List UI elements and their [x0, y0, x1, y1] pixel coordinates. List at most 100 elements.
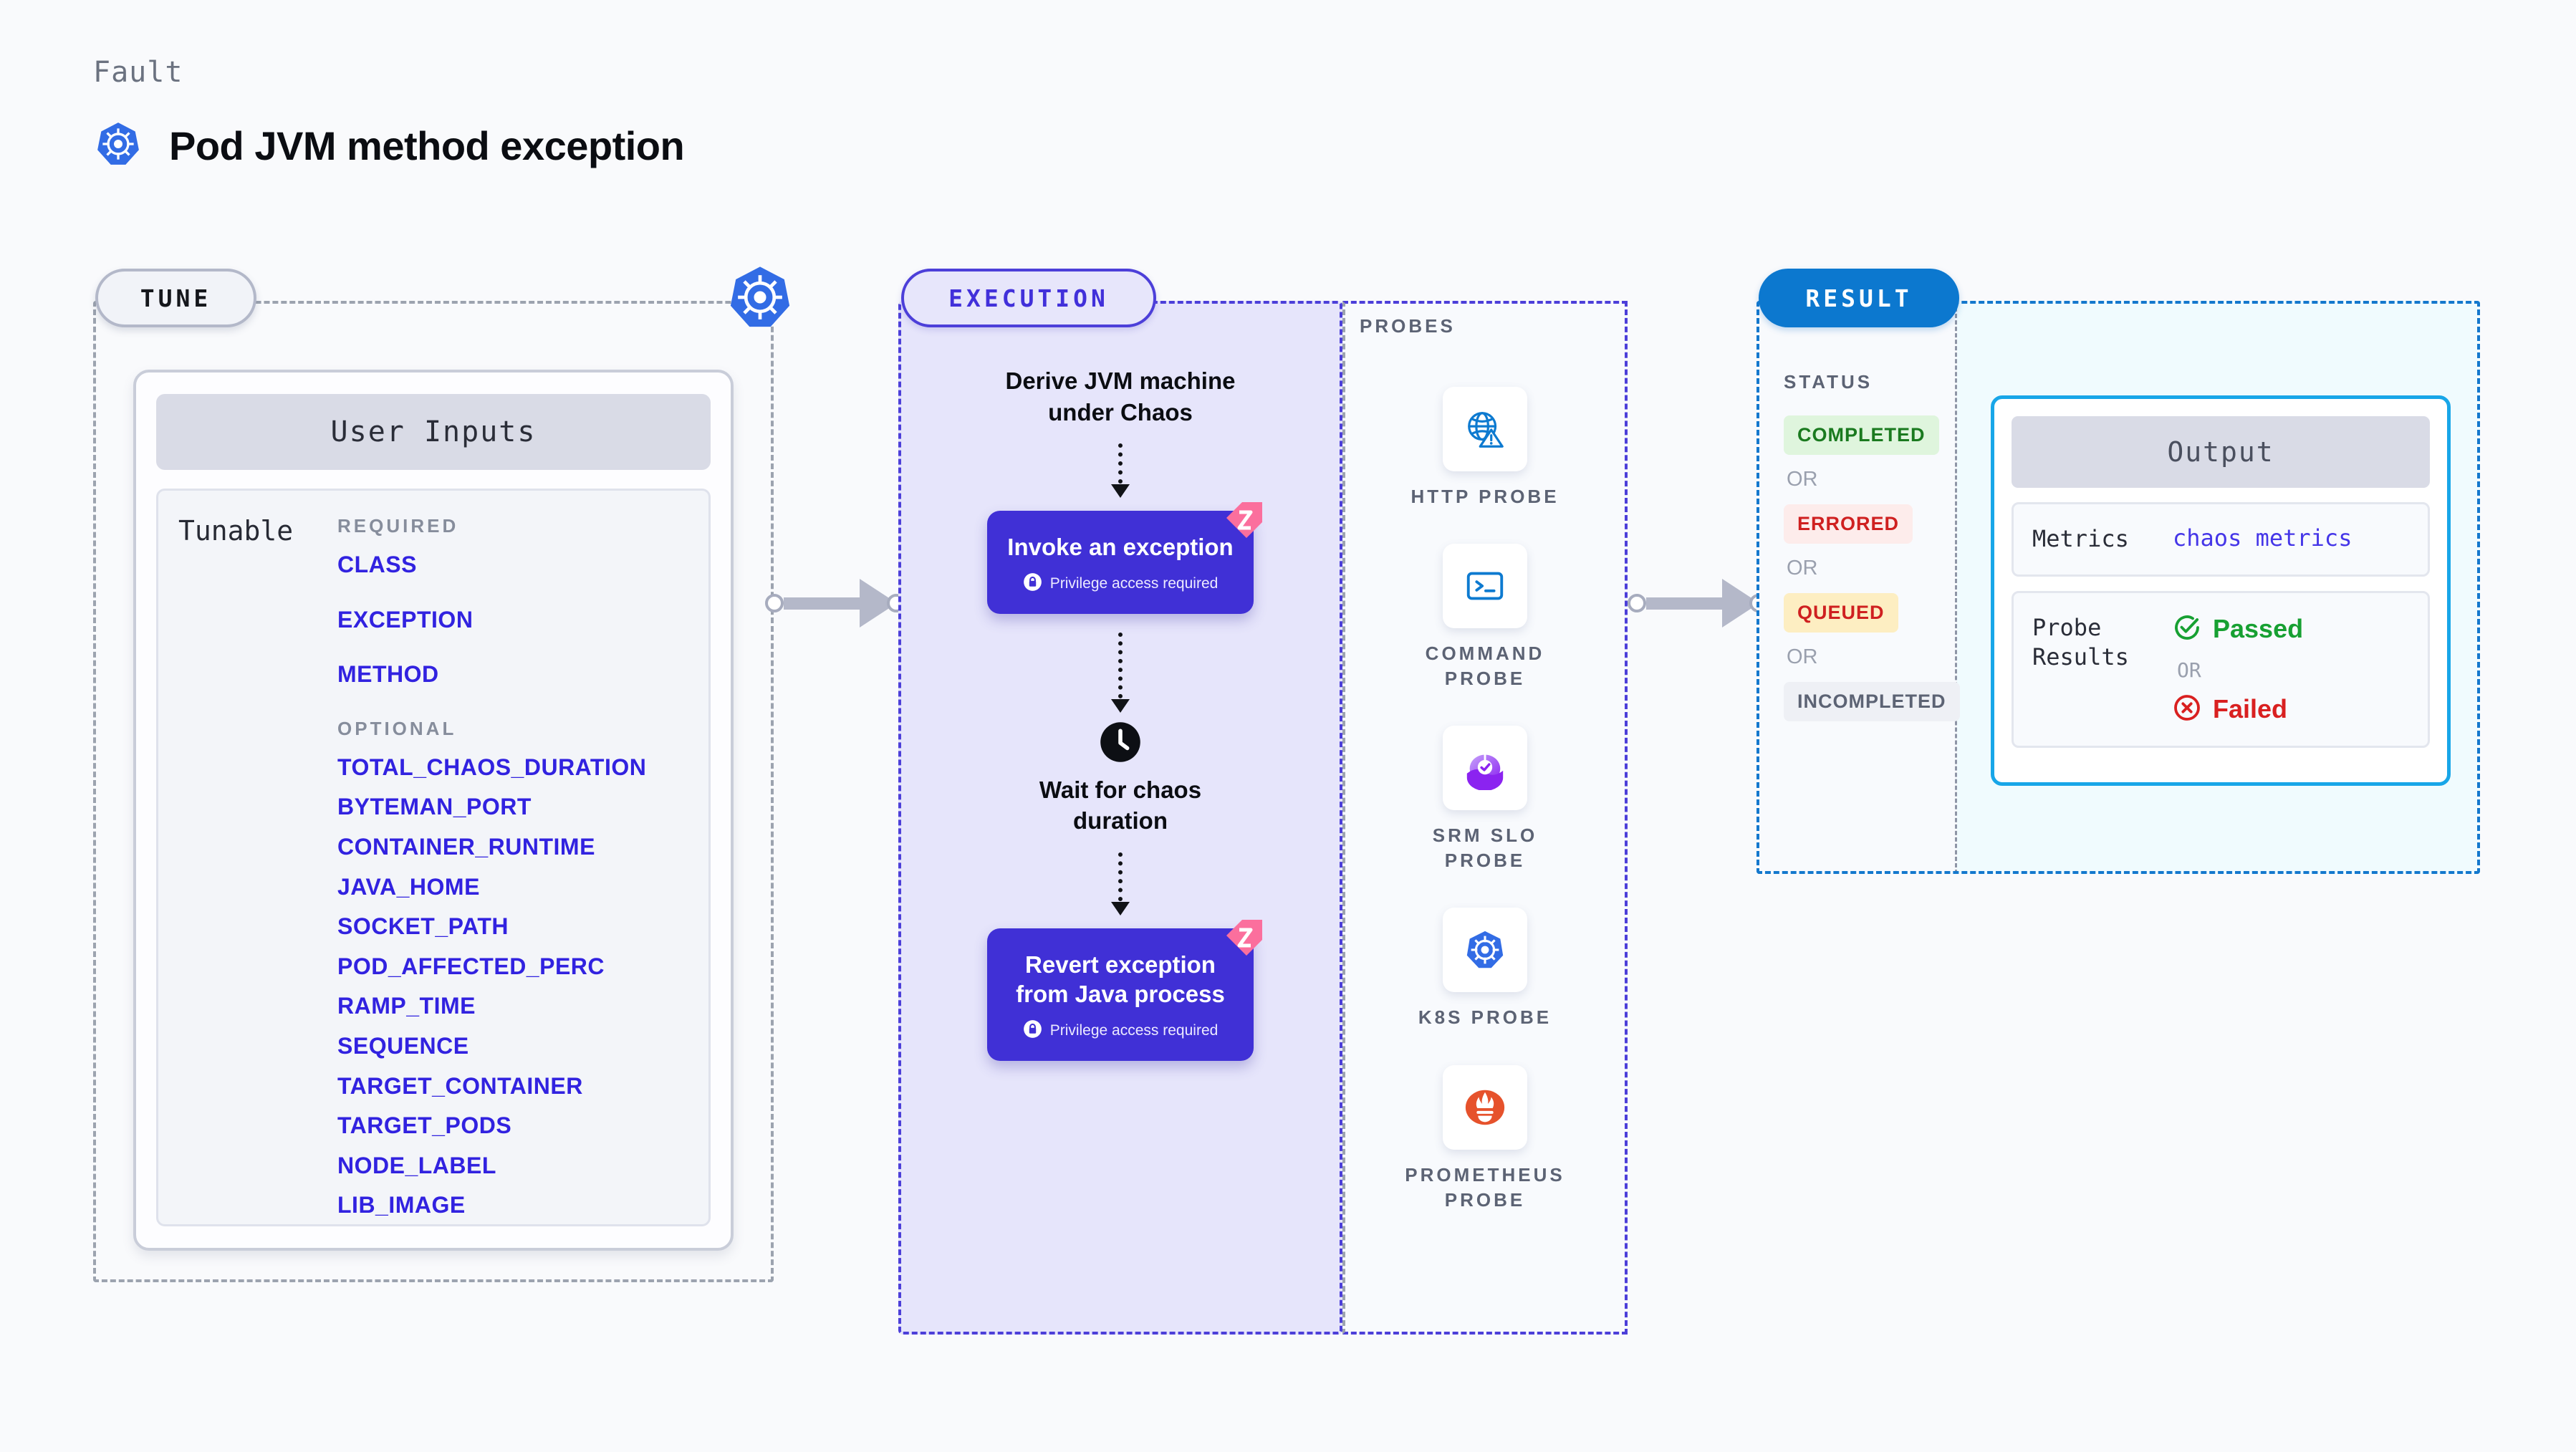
probe-name: HTTP PROBE: [1410, 486, 1559, 507]
optional-parameter[interactable]: TARGET_PODS: [337, 1112, 512, 1139]
metrics-key: Metrics: [2032, 525, 2129, 552]
probe-name: SRM SLO PROBE: [1432, 824, 1538, 872]
kubernetes-icon: [1442, 908, 1527, 993]
probe-item[interactable]: COMMAND PROBE: [1395, 544, 1575, 691]
passed-label: Passed: [2213, 614, 2304, 644]
tunable-label: Tunable: [178, 515, 294, 547]
output-title: Output: [2012, 416, 2430, 488]
probe-results-values: Passed OR Failed: [2173, 613, 2303, 726]
probe-list: HTTP PROBE COMMAND PROBE SRM SLO PROBE K…: [1342, 387, 1628, 1213]
probe-item[interactable]: SRM SLO PROBE: [1395, 726, 1575, 873]
page-title-row: Pod JVM method exception: [95, 120, 685, 171]
probe-name: PROMETHEUS PROBE: [1405, 1163, 1565, 1211]
optional-parameter[interactable]: TARGET_CONTAINER: [337, 1072, 583, 1099]
tunable-row: Tunable REQUIRED CLASS EXCEPTION METHOD OP…: [156, 489, 711, 1226]
probe-name: K8S PROBE: [1418, 1006, 1552, 1029]
required-parameter-list: CLASS EXCEPTION METHOD: [337, 552, 694, 688]
privilege-text: Privilege access required: [1049, 574, 1219, 592]
terminal-icon: [1443, 544, 1527, 629]
optional-parameter[interactable]: TOTAL_CHAOS_DURATION: [337, 754, 647, 780]
probe-name: COMMAND PROBE: [1425, 643, 1545, 690]
metrics-row: Metrics chaos metrics: [2012, 502, 2430, 577]
kubernetes-icon: [726, 264, 794, 331]
page-title: Pod JVM method exception: [169, 123, 685, 168]
flow-arrow: [1111, 852, 1130, 915]
status-or-text: OR: [1787, 557, 1818, 580]
lock-icon: [1023, 572, 1042, 595]
metrics-value-link[interactable]: chaos metrics: [2173, 524, 2352, 552]
tune-badge[interactable]: TUNE: [95, 269, 256, 327]
status-chip-stack: COMPLETED OR ERRORED OR QUEUED OR INCOMPLETED: [1784, 415, 1960, 721]
flow-arrow: [1111, 632, 1130, 713]
probe-item[interactable]: K8S PROBE: [1418, 908, 1552, 1030]
status-or-text: OR: [1787, 468, 1818, 491]
probe-results-or: OR: [2177, 658, 2201, 682]
result-section: [1756, 301, 2480, 874]
parameter-column: REQUIRED CLASS EXCEPTION METHOD OPTIONAL T…: [337, 515, 708, 1224]
page-kicker: Fault: [93, 56, 183, 89]
optional-group-label: OPTIONAL: [337, 717, 457, 739]
probe-item[interactable]: HTTP PROBE: [1410, 387, 1559, 509]
failed-label: Failed: [2213, 694, 2288, 724]
connector-tune-to-execution: [765, 579, 905, 628]
connector-dot: [1628, 594, 1646, 612]
status-badge: INCOMPLETED: [1784, 682, 1960, 721]
status-badge: QUEUED: [1784, 593, 1898, 633]
status-badge: COMPLETED: [1784, 415, 1939, 455]
required-parameter[interactable]: CLASS: [337, 552, 417, 577]
connector-dot: [765, 594, 784, 612]
optional-parameter[interactable]: JAVA_HOME: [337, 873, 480, 900]
gauge-check-icon: [1443, 726, 1527, 811]
status-badge: ERRORED: [1784, 504, 1913, 544]
optional-parameter[interactable]: NODE_LABEL: [337, 1152, 496, 1178]
required-parameter[interactable]: METHOD: [337, 661, 439, 688]
x-circle-icon: [2173, 693, 2201, 726]
kubernetes-icon: [95, 120, 142, 171]
privilege-badge: Privilege access required: [1023, 1019, 1219, 1042]
optional-parameter[interactable]: SOCKET_PATH: [337, 913, 509, 940]
optional-parameter-list: TOTAL_CHAOS_DURATION BYTEMAN_PORT CONTAINE…: [337, 754, 694, 1218]
pink-ribbon-icon: [1224, 917, 1265, 958]
required-parameter[interactable]: EXCEPTION: [337, 606, 474, 633]
probe-item[interactable]: PROMETHEUS PROBE: [1395, 1064, 1575, 1213]
connector-bar: [1646, 597, 1722, 610]
user-inputs-title: User Inputs: [156, 394, 711, 470]
execution-step-2[interactable]: Invoke an exception Privilege access req…: [987, 502, 1262, 614]
flow-arrow: [1111, 443, 1130, 499]
status-or-text: OR: [1787, 645, 1818, 668]
clock-icon: [1100, 721, 1141, 763]
optional-parameter[interactable]: SEQUENCE: [337, 1032, 469, 1059]
pink-ribbon-icon: [1224, 499, 1265, 541]
connector-bar: [784, 597, 860, 610]
privilege-badge: Privilege access required: [1023, 572, 1219, 595]
prometheus-flame-icon: [1443, 1064, 1527, 1150]
optional-parameter[interactable]: CONTAINER_RUNTIME: [337, 833, 595, 860]
check-circle-icon: [2173, 613, 2201, 645]
lock-icon: [1023, 1019, 1042, 1042]
probe-result-passed: Passed: [2173, 613, 2303, 645]
optional-parameter[interactable]: RAMP_TIME: [337, 993, 476, 1019]
privilege-text: Privilege access required: [1049, 1021, 1219, 1039]
optional-parameter[interactable]: POD_AFFECTED_PERC: [337, 953, 605, 979]
result-badge[interactable]: RESULT: [1759, 269, 1959, 327]
result-status-column: [1756, 301, 1957, 874]
probes-section: [1342, 301, 1628, 1335]
user-inputs-card: User Inputs Tunable REQUIRED CLASS EXCEPT…: [133, 370, 734, 1251]
probe-result-failed: Failed: [2173, 693, 2303, 726]
optional-parameter[interactable]: LIB_IMAGE: [337, 1192, 466, 1218]
status-label: STATUS: [1784, 371, 1873, 393]
execution-badge[interactable]: EXECUTION: [901, 269, 1156, 327]
globe-warning-icon: [1442, 387, 1527, 471]
tune-section: [93, 301, 774, 1282]
required-group-label: REQUIRED: [337, 515, 459, 537]
optional-parameter[interactable]: BYTEMAN_PORT: [337, 794, 532, 820]
